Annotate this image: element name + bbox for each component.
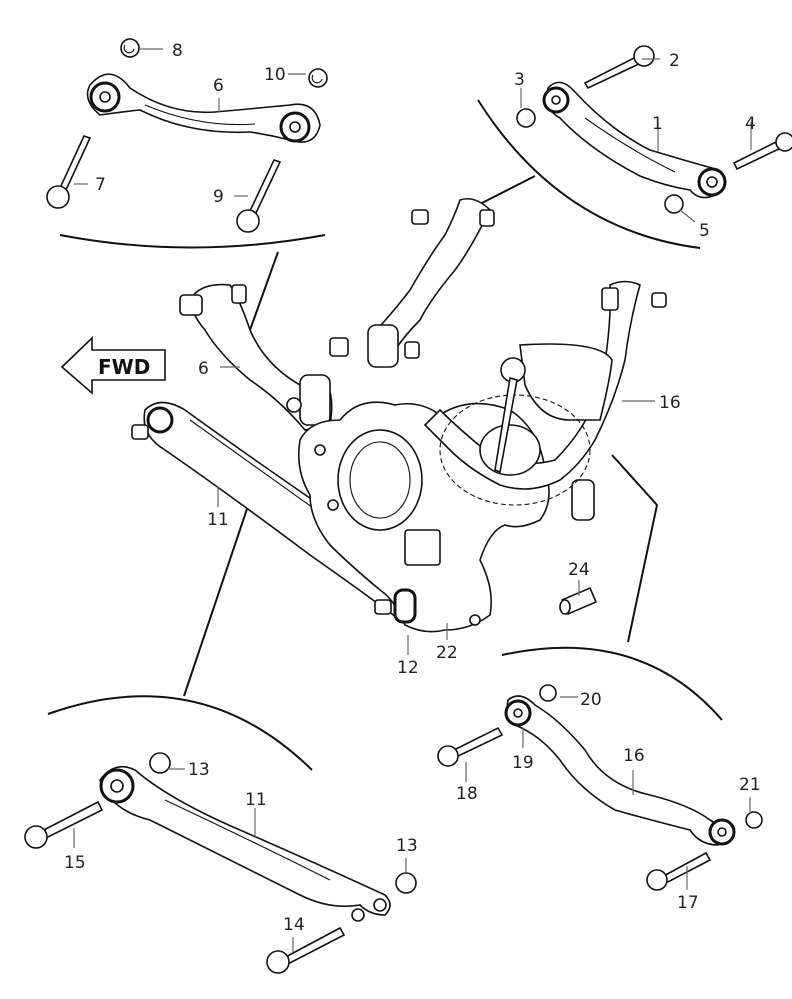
callout-17: 17	[677, 893, 699, 913]
part-1-control-arm-detail[interactable]	[542, 81, 727, 199]
callout-19: 19	[512, 753, 534, 773]
callout-2: 2	[669, 51, 680, 71]
callout-3: 3	[514, 70, 525, 90]
part-shock-mount[interactable]	[439, 343, 613, 506]
callout-20: 20	[580, 690, 602, 710]
leader-lines	[73, 48, 752, 952]
callout-6-assembled: 6	[198, 359, 209, 379]
part-6-upper-arm-assembled[interactable]	[179, 283, 333, 431]
part-15-bolt[interactable]	[24, 800, 104, 849]
part-3-nut[interactable]	[516, 108, 536, 128]
callout-labels: 8 10 6 7 9 2 3 1 4 5 6 16 11 24 12 22 20…	[64, 41, 761, 935]
part-10-nut[interactable]	[308, 68, 328, 88]
part-16-arm-detail[interactable]	[504, 695, 736, 846]
detail-frame-lower-left	[47, 499, 313, 771]
part-20-nut[interactable]	[539, 684, 557, 702]
callout-11-detail: 11	[245, 790, 267, 810]
detail-frame-lower-right	[501, 454, 723, 721]
part-18-bolt[interactable]	[437, 726, 504, 767]
detail-frame-upper-left	[59, 234, 326, 331]
part-21-nut[interactable]	[745, 811, 763, 829]
callout-10: 10	[264, 65, 286, 85]
callout-16-assembled: 16	[659, 393, 681, 413]
callout-5: 5	[699, 221, 710, 241]
part-11-lower-arm-detail[interactable]	[99, 765, 391, 922]
part-13-nut-a[interactable]	[149, 752, 171, 774]
detail-frame-upper-right	[477, 99, 701, 249]
part-9-bolt[interactable]	[236, 159, 282, 233]
callout-1: 1	[652, 114, 663, 134]
callout-9: 9	[213, 187, 224, 207]
part-16-arm-assembled[interactable]	[423, 280, 667, 521]
callout-21: 21	[739, 775, 761, 795]
callout-6: 6	[213, 76, 224, 96]
part-13-nut-b[interactable]	[395, 872, 417, 894]
part-7-bolt[interactable]	[46, 135, 92, 209]
part-8-nut[interactable]	[120, 38, 140, 58]
callout-16-detail: 16	[623, 746, 645, 766]
callout-13-a: 13	[188, 760, 210, 780]
callout-4: 4	[745, 114, 756, 134]
fwd-label: FWD	[98, 355, 150, 379]
callout-8: 8	[172, 41, 183, 61]
part-17-bolt[interactable]	[646, 851, 712, 891]
part-4-bolt[interactable]	[732, 132, 792, 171]
callout-18: 18	[456, 784, 478, 804]
callout-7: 7	[95, 175, 106, 195]
part-1-upper-arm-assembled[interactable]	[329, 197, 495, 368]
part-6-upper-control-arm-detail[interactable]	[86, 73, 321, 143]
forward-direction-arrow: FWD	[60, 336, 166, 395]
part-5-nut[interactable]	[664, 194, 684, 214]
callout-15: 15	[64, 853, 86, 873]
part-14-bolt[interactable]	[266, 926, 346, 974]
part-12-bushing[interactable]	[374, 588, 417, 624]
callout-24: 24	[568, 560, 590, 580]
callout-12: 12	[397, 658, 419, 678]
part-24-pin[interactable]	[559, 586, 598, 616]
part-2-bolt[interactable]	[583, 45, 655, 90]
callout-13-b: 13	[396, 836, 418, 856]
callout-14: 14	[283, 915, 305, 935]
callout-22: 22	[436, 643, 458, 663]
callout-11-assembled: 11	[207, 510, 229, 530]
